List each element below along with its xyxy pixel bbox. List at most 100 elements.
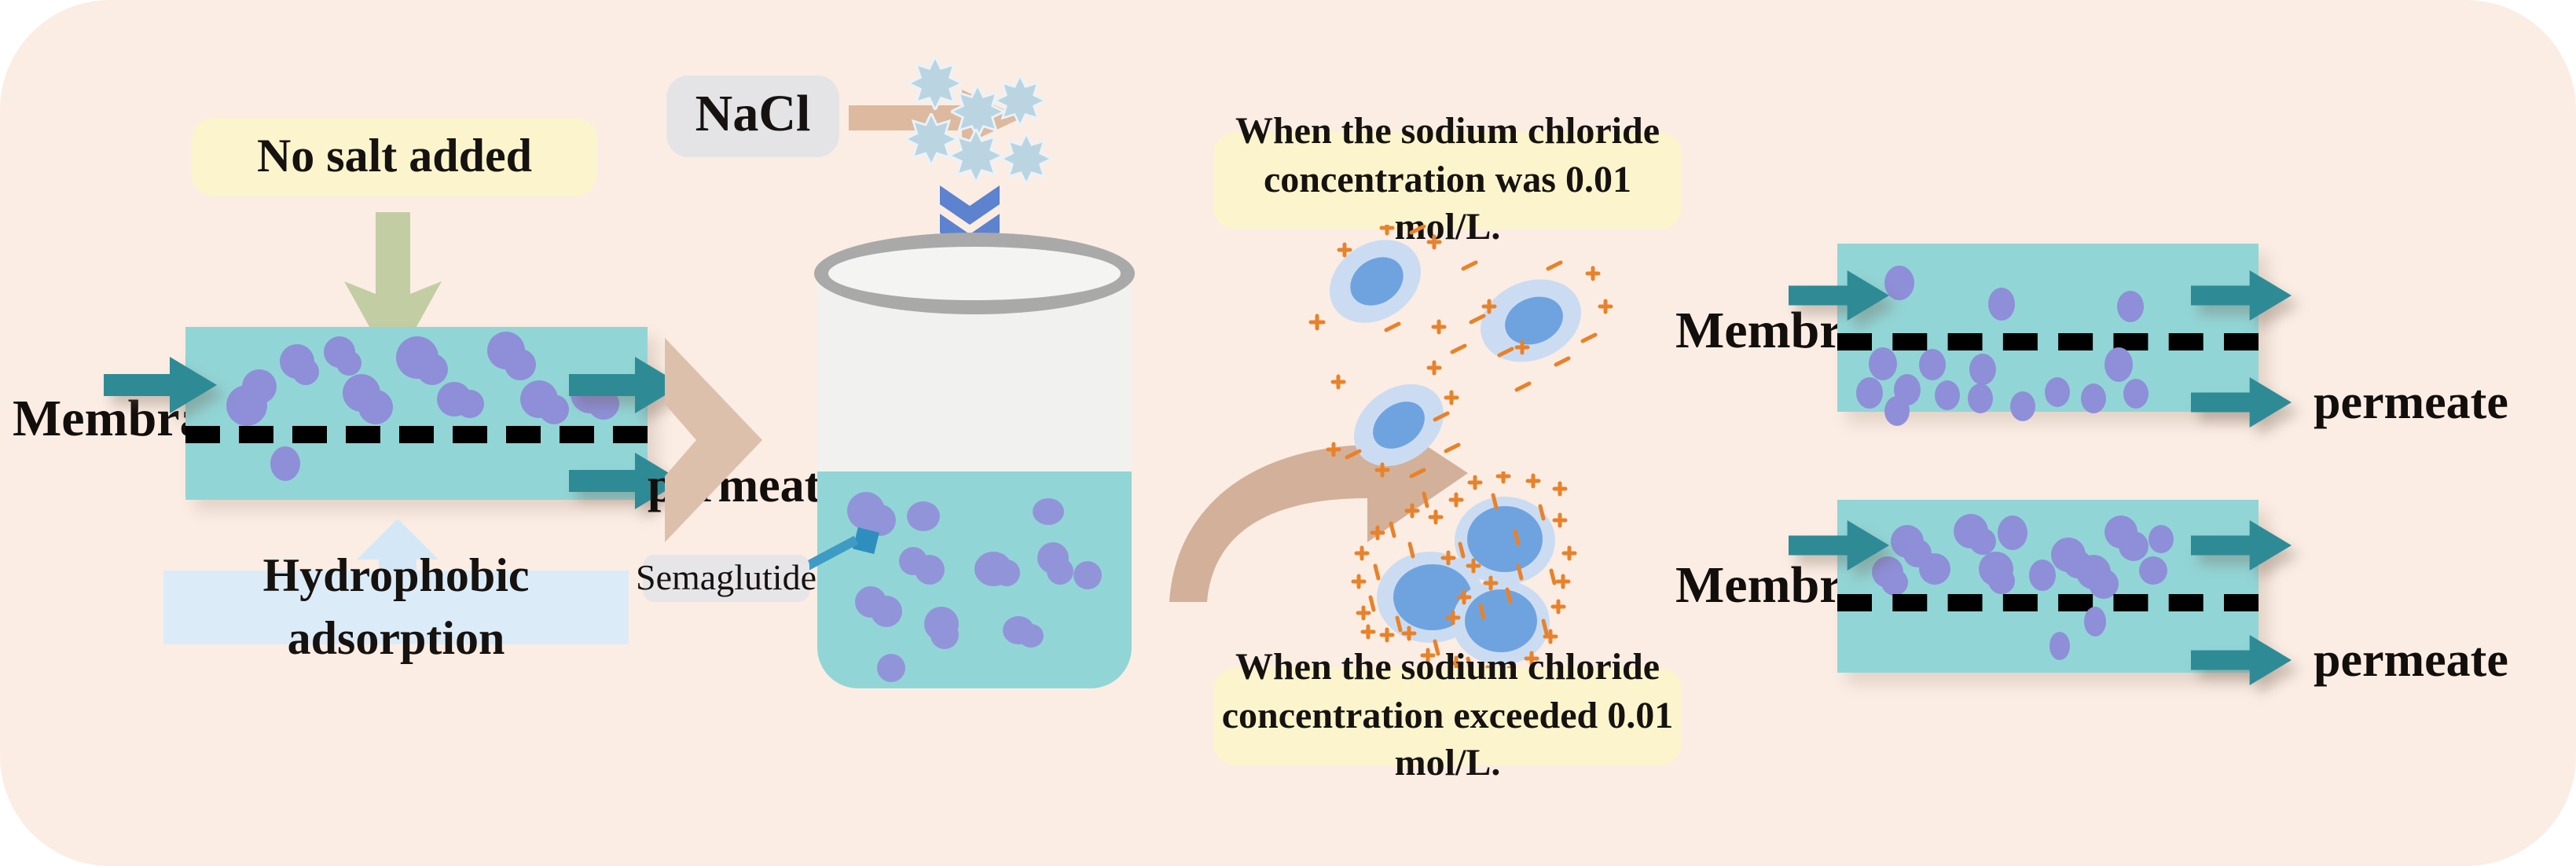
green-down-arrow-icon — [344, 212, 442, 369]
permeate-label-right-bottom: permeate — [2314, 632, 2508, 688]
protein-particle — [358, 390, 393, 424]
protein-particle — [336, 350, 361, 376]
protein-particle — [1856, 377, 1883, 409]
salt-crystal-icon — [905, 113, 957, 165]
nacl-text: NaCl — [695, 86, 811, 144]
cell — [1354, 383, 1444, 466]
protein-particle — [930, 621, 959, 649]
protein-particle — [2123, 379, 2149, 409]
salt-crystal-icon — [908, 57, 962, 110]
protein-particle — [1919, 553, 1950, 585]
protein-particle — [1968, 383, 1993, 413]
cell — [1452, 580, 1550, 665]
cell — [1481, 278, 1581, 361]
cells-dispersed-low-salt — [1308, 224, 1613, 478]
teal-right-arrow-icon — [1789, 270, 1889, 321]
protein-particle — [2119, 531, 2149, 561]
protein-particle — [1969, 528, 1996, 555]
protein-particle — [505, 349, 536, 380]
ion-marks — [1308, 224, 1613, 478]
membrane-dashed-line — [1837, 333, 2259, 350]
permeate-label-right-top-text: permeate — [2314, 374, 2508, 429]
protein-particle — [2029, 560, 2056, 591]
cells-aggregated-high-salt — [1351, 472, 1577, 683]
protein-particle — [1881, 569, 1908, 596]
membrane-box-right-top — [1837, 244, 2259, 426]
protein-particle — [1935, 380, 1960, 410]
protein-particle — [871, 596, 902, 627]
membrane-box-right-bottom — [1837, 500, 2259, 673]
permeate-label-right-top: permeate — [2314, 374, 2508, 431]
membrane-dashed-line — [1837, 594, 2259, 611]
protein-particle — [2010, 391, 2035, 421]
condition-high-line-1: When the sodium chloride — [1235, 647, 1660, 688]
condition-low-line-2: concentration was 0.01 mol/L. — [1264, 160, 1631, 249]
beaker-glass — [817, 261, 1132, 688]
protein-particle — [1033, 498, 1064, 525]
teal-right-arrow-icon — [1789, 520, 1889, 571]
protein-particle — [1969, 354, 1996, 385]
protein-particle — [1919, 349, 1946, 380]
protein-particle — [2045, 377, 2070, 407]
protein-particle — [2049, 632, 2070, 660]
protein-particle — [456, 390, 484, 418]
teal-right-arrow-icon-permeate — [2191, 635, 2292, 685]
beige-chevron-arrow-icon — [665, 338, 762, 542]
protein-particle — [2081, 383, 2106, 413]
salt-crystal-icon — [1001, 134, 1051, 184]
protein-particle — [993, 560, 1020, 586]
teal-right-arrow-icon-permeate — [2191, 377, 2292, 427]
protein-particle — [1988, 567, 2015, 594]
protein-particle — [1884, 266, 1914, 300]
salt-crystal-icon — [995, 75, 1045, 126]
protein-particle — [2149, 525, 2174, 553]
teal-right-arrow-icon — [104, 357, 217, 413]
label-condition-low-salt: When the sodium chloride concentration w… — [1213, 112, 1682, 249]
beaker — [814, 233, 1135, 688]
protein-particle — [1998, 516, 2027, 550]
blue-up-arrow-icon — [357, 519, 439, 616]
protein-particle — [2104, 347, 2133, 382]
protein-particle — [915, 555, 945, 585]
salt-crystal-icon — [949, 129, 1003, 182]
protein-particle — [242, 369, 277, 404]
protein-particle — [2089, 569, 2119, 599]
beaker-liquid — [817, 472, 1132, 688]
protein-particle — [2117, 291, 2144, 322]
teal-right-arrow-icon — [2191, 520, 2292, 571]
condition-high-line-2: concentration exceeded 0.01 mol/L. — [1221, 695, 1674, 785]
label-semaglutide: Semaglutide — [636, 555, 816, 602]
label-nacl: NaCl — [666, 75, 839, 157]
protein-particle — [1047, 558, 1073, 585]
protein-particle — [877, 654, 905, 682]
permeate-label-right-bottom-text: permeate — [2314, 632, 2508, 687]
cell — [1330, 239, 1421, 322]
beaker-rim — [814, 233, 1135, 314]
protein-particle — [539, 394, 569, 424]
hydrophobic-adsorption-text: Hydrophobic adsorption — [262, 549, 530, 664]
label-hydrophobic-adsorption: Hydrophobic adsorption — [163, 550, 629, 664]
membrane-dashed-line — [185, 426, 648, 443]
no-salt-added-text: No salt added — [256, 130, 533, 183]
semaglutide-text: Semaglutide — [636, 557, 816, 597]
protein-particle — [1018, 624, 1044, 648]
protein-particle — [1073, 561, 1102, 589]
protein-particle — [270, 446, 300, 481]
protein-particle — [907, 501, 940, 531]
ion-marks — [1351, 472, 1577, 683]
teal-right-arrow-icon — [569, 357, 682, 413]
protein-particle — [416, 354, 448, 385]
protein-particle — [2139, 556, 2167, 585]
protein-particle — [1988, 288, 2015, 321]
teal-right-arrow-icon-permeate — [569, 453, 682, 509]
cell — [1455, 497, 1555, 585]
label-no-salt-added: No salt added — [192, 118, 597, 196]
salt-crystal-icon — [951, 85, 1004, 138]
protein-particle — [2084, 607, 2106, 637]
condition-low-line-1: When the sodium chloride — [1235, 111, 1660, 152]
protein-particle — [1884, 396, 1910, 426]
label-condition-high-salt: When the sodium chloride concentration e… — [1213, 648, 1682, 785]
protein-particle — [1869, 347, 1897, 380]
protein-particle — [292, 358, 319, 385]
